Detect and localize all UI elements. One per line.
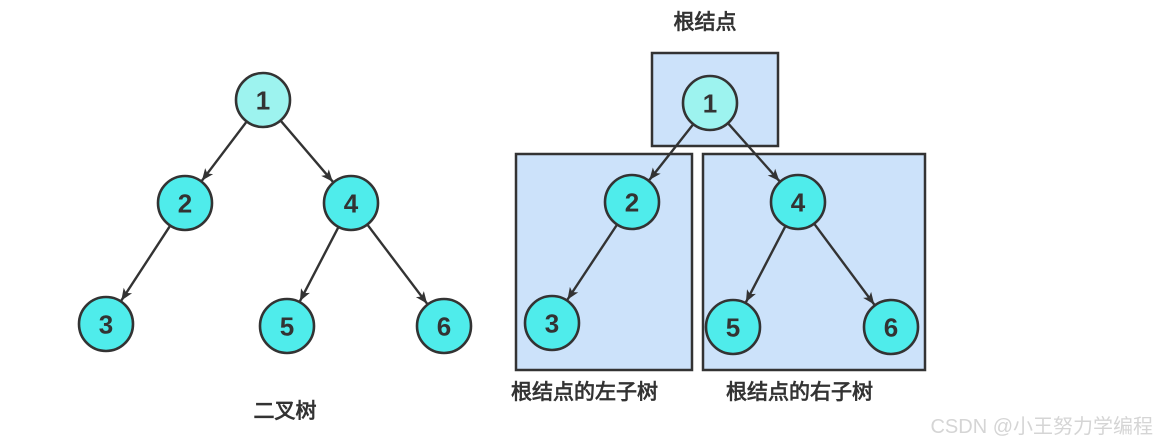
tree-edge [120,225,171,302]
right-subtree-label: 根结点的右子树 [726,381,873,404]
tree-node [862,298,920,356]
tree-edge [648,124,694,181]
tree-node [258,297,316,355]
tree-node-label: 6 [437,311,451,341]
tree-node [415,297,473,355]
tree-node-label: 6 [884,312,898,342]
tree-node [603,173,661,231]
tree-node-label: 3 [545,308,559,338]
tree-edge [813,223,876,306]
tree-node-label: 1 [703,88,717,118]
tree-node [77,295,135,353]
tree-edge [298,227,340,302]
tree-node [769,173,827,231]
tree-edge [366,224,429,305]
csdn-watermark: CSDN @小王努力学编程 [930,416,1153,438]
tree-node [234,71,292,129]
tree-node-label: 1 [256,85,270,115]
tree-edge [200,121,248,182]
tree-node-label: 2 [625,187,639,217]
left-diagram-caption: 二叉树 [253,400,317,423]
tree-edge [744,226,787,303]
tree-node [523,294,581,352]
tree-node-label: 3 [99,309,113,339]
left-subtree-label: 根结点的左子树 [511,381,658,404]
tree-node-label: 5 [280,311,294,341]
tree-node-label: 4 [344,188,359,218]
tree-node-label: 2 [178,188,192,218]
root-node-title: 根结点 [673,11,737,34]
tree-edge [727,123,781,182]
tree-node-label: 4 [791,187,806,217]
tree-edge [280,120,334,183]
tree-node [704,298,762,356]
tree-edge [566,224,618,301]
tree-node [156,174,214,232]
left-binary-tree: 1 2 4 3 5 6 [77,71,473,355]
tree-node-label: 5 [726,312,740,342]
tree-node [681,74,739,132]
right-binary-tree: 1 2 4 3 5 6 [523,74,920,356]
tree-node [322,174,380,232]
